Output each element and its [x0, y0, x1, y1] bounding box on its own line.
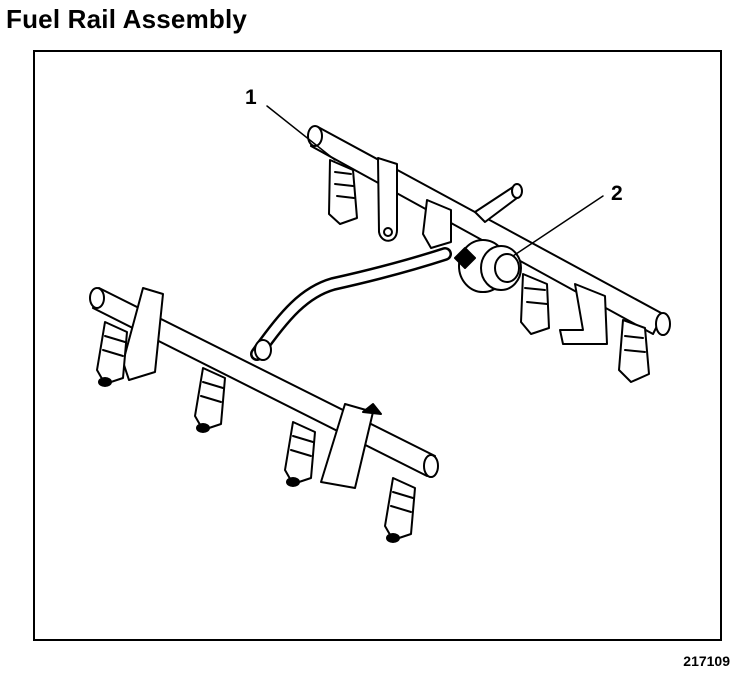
fuel-pressure-regulator: [454, 239, 522, 293]
lower-fuel-rail: [89, 287, 439, 489]
page-title: Fuel Rail Assembly: [6, 4, 248, 34]
crossover-tube: [250, 247, 452, 361]
upper-fuel-rail: [307, 125, 671, 345]
upper-injectors: [328, 159, 650, 383]
callout-2-leader: [512, 195, 604, 257]
lower-injectors: [96, 321, 416, 543]
diagram-frame: 1 2: [33, 50, 722, 641]
callout-2: 2: [611, 182, 623, 205]
callout-1-leader: [266, 105, 336, 161]
callout-1: 1: [245, 86, 257, 109]
fuel-rail-diagram: 1 2: [89, 86, 671, 543]
figure-number: 217109: [683, 653, 730, 669]
